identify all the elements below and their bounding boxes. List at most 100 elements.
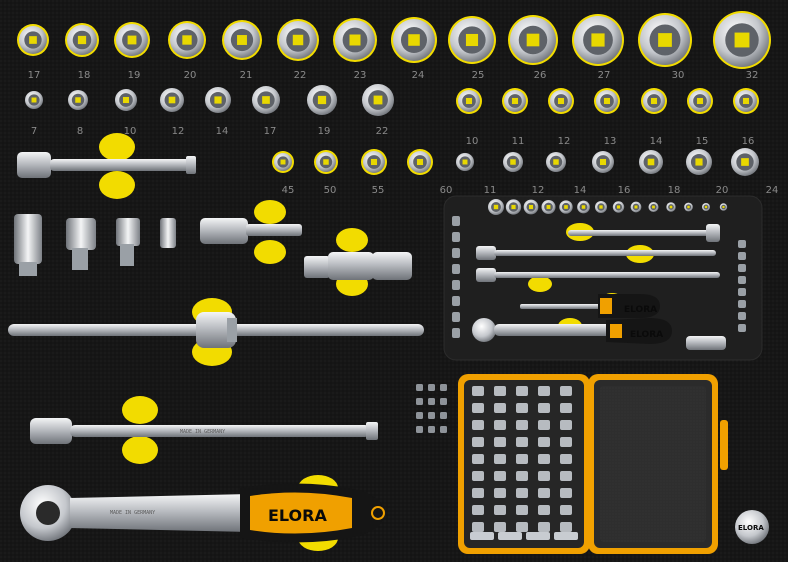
label-row1-6: 23 [354,70,367,81]
label-row3-8: 18 [668,185,681,196]
label-row1-9: 26 [534,70,547,81]
side-bit-right-2 [738,264,746,272]
loose-bit-3-1 [428,426,435,433]
socket-row1-4 [222,20,262,60]
label-row2-left-4: 14 [216,126,229,137]
bit-0-4 [560,386,572,396]
bit-0-0 [472,386,484,396]
mini-socket-4 [559,200,573,214]
socket-row2-right-4 [641,88,667,114]
label-row1-0: 17 [28,70,41,81]
bit-6-0 [472,488,484,498]
label-row2-left-6: 19 [318,126,331,137]
bit-2-0 [472,420,484,430]
bit-1-2 [516,403,528,413]
bit-8-3 [538,522,550,532]
brand-coin: ELORA [735,510,769,544]
loose-bits [416,384,447,433]
bit-0-3 [538,386,550,396]
socket-row2-right-1 [502,88,528,114]
socket-row2-left-7 [362,84,394,116]
bit-4-4 [560,454,572,464]
bit-8-4 [560,522,572,532]
socket-row1-10 [572,14,624,66]
bit-holder-2 [526,532,550,540]
bit-7-2 [516,505,528,515]
mini-socket-7 [612,201,625,213]
label-row3-7: 16 [618,185,631,196]
bit-3-4 [560,437,572,447]
bit-4-2 [516,454,528,464]
adapter-1 [14,214,42,276]
socket-row3-5 [503,152,523,172]
socket-row2-left-4 [205,87,231,113]
bit-2-1 [494,420,506,430]
bit-3-2 [516,437,528,447]
label-row3-1: 50 [324,185,337,196]
bit-box [458,374,728,554]
label-row1-4: 21 [240,70,253,81]
coin-brand-text: ELORA [738,524,764,532]
bit-6-1 [494,488,506,498]
bit-8-2 [516,522,528,532]
label-row1-1: 18 [78,70,91,81]
adapter-2 [66,218,96,270]
sliding-t-handle [8,298,424,366]
label-row2-right-0: 10 [466,136,479,147]
bit-8-0 [472,522,484,532]
socket-row1-6 [333,18,377,62]
side-bit-right-6 [738,312,746,320]
bit-3-0 [472,437,484,447]
socket-row1-0 [17,24,49,56]
label-row3-10: 24 [766,185,779,196]
socket-row3-8 [639,150,663,174]
bit-7-3 [538,505,550,515]
mini-socket-0 [488,199,504,215]
socket-row-1 [17,11,771,69]
bit-6-2 [516,488,528,498]
ratchet-engraving: MADE IN GERMANY [110,510,155,516]
loose-bit-2-1 [428,412,435,419]
bit-holder-3 [554,532,578,540]
ratchet-brand-logo: ELORA [268,506,327,525]
socket-row2-left-3 [160,88,184,112]
mini-socket-6 [594,200,608,214]
bit-3-3 [538,437,550,447]
label-row2-right-6: 16 [742,136,755,147]
socket-row1-11 [638,13,692,67]
label-row3-2: 55 [372,185,385,196]
bit-2-2 [516,420,528,430]
screwdriver-brand-logo: ELORA [624,305,657,315]
mini-socket-2 [523,199,539,215]
side-bit-left-3 [452,264,460,274]
bit-7-4 [560,505,572,515]
bit-1-3 [538,403,550,413]
side-bit-left-0 [452,216,460,226]
loose-bit-3-0 [416,426,423,433]
label-row1-12: 32 [746,70,759,81]
socket-row2-left-2 [115,89,137,111]
mini-socket-13 [719,203,728,211]
socket-row3-3 [407,149,433,175]
label-row2-left-1: 8 [77,126,83,137]
label-row2-right-3: 13 [604,136,617,147]
bit-grid [470,386,578,540]
loose-bit-2-0 [416,412,423,419]
short-extension-bar [17,133,196,199]
side-bit-right-5 [738,300,746,308]
label-row1-10: 27 [598,70,611,81]
bit-5-2 [516,471,528,481]
bit-2-3 [538,420,550,430]
socket-row3-10 [731,148,759,176]
label-row1-2: 19 [128,70,141,81]
side-bit-left-6 [452,312,460,322]
bit-4-3 [538,454,550,464]
small-tool-insert: ELORA ELORA [443,195,763,361]
socket-row2-left-6 [307,85,337,115]
label-row2-right-1: 11 [512,136,525,147]
label-row1-8: 25 [472,70,485,81]
loose-bit-1-2 [440,398,447,405]
